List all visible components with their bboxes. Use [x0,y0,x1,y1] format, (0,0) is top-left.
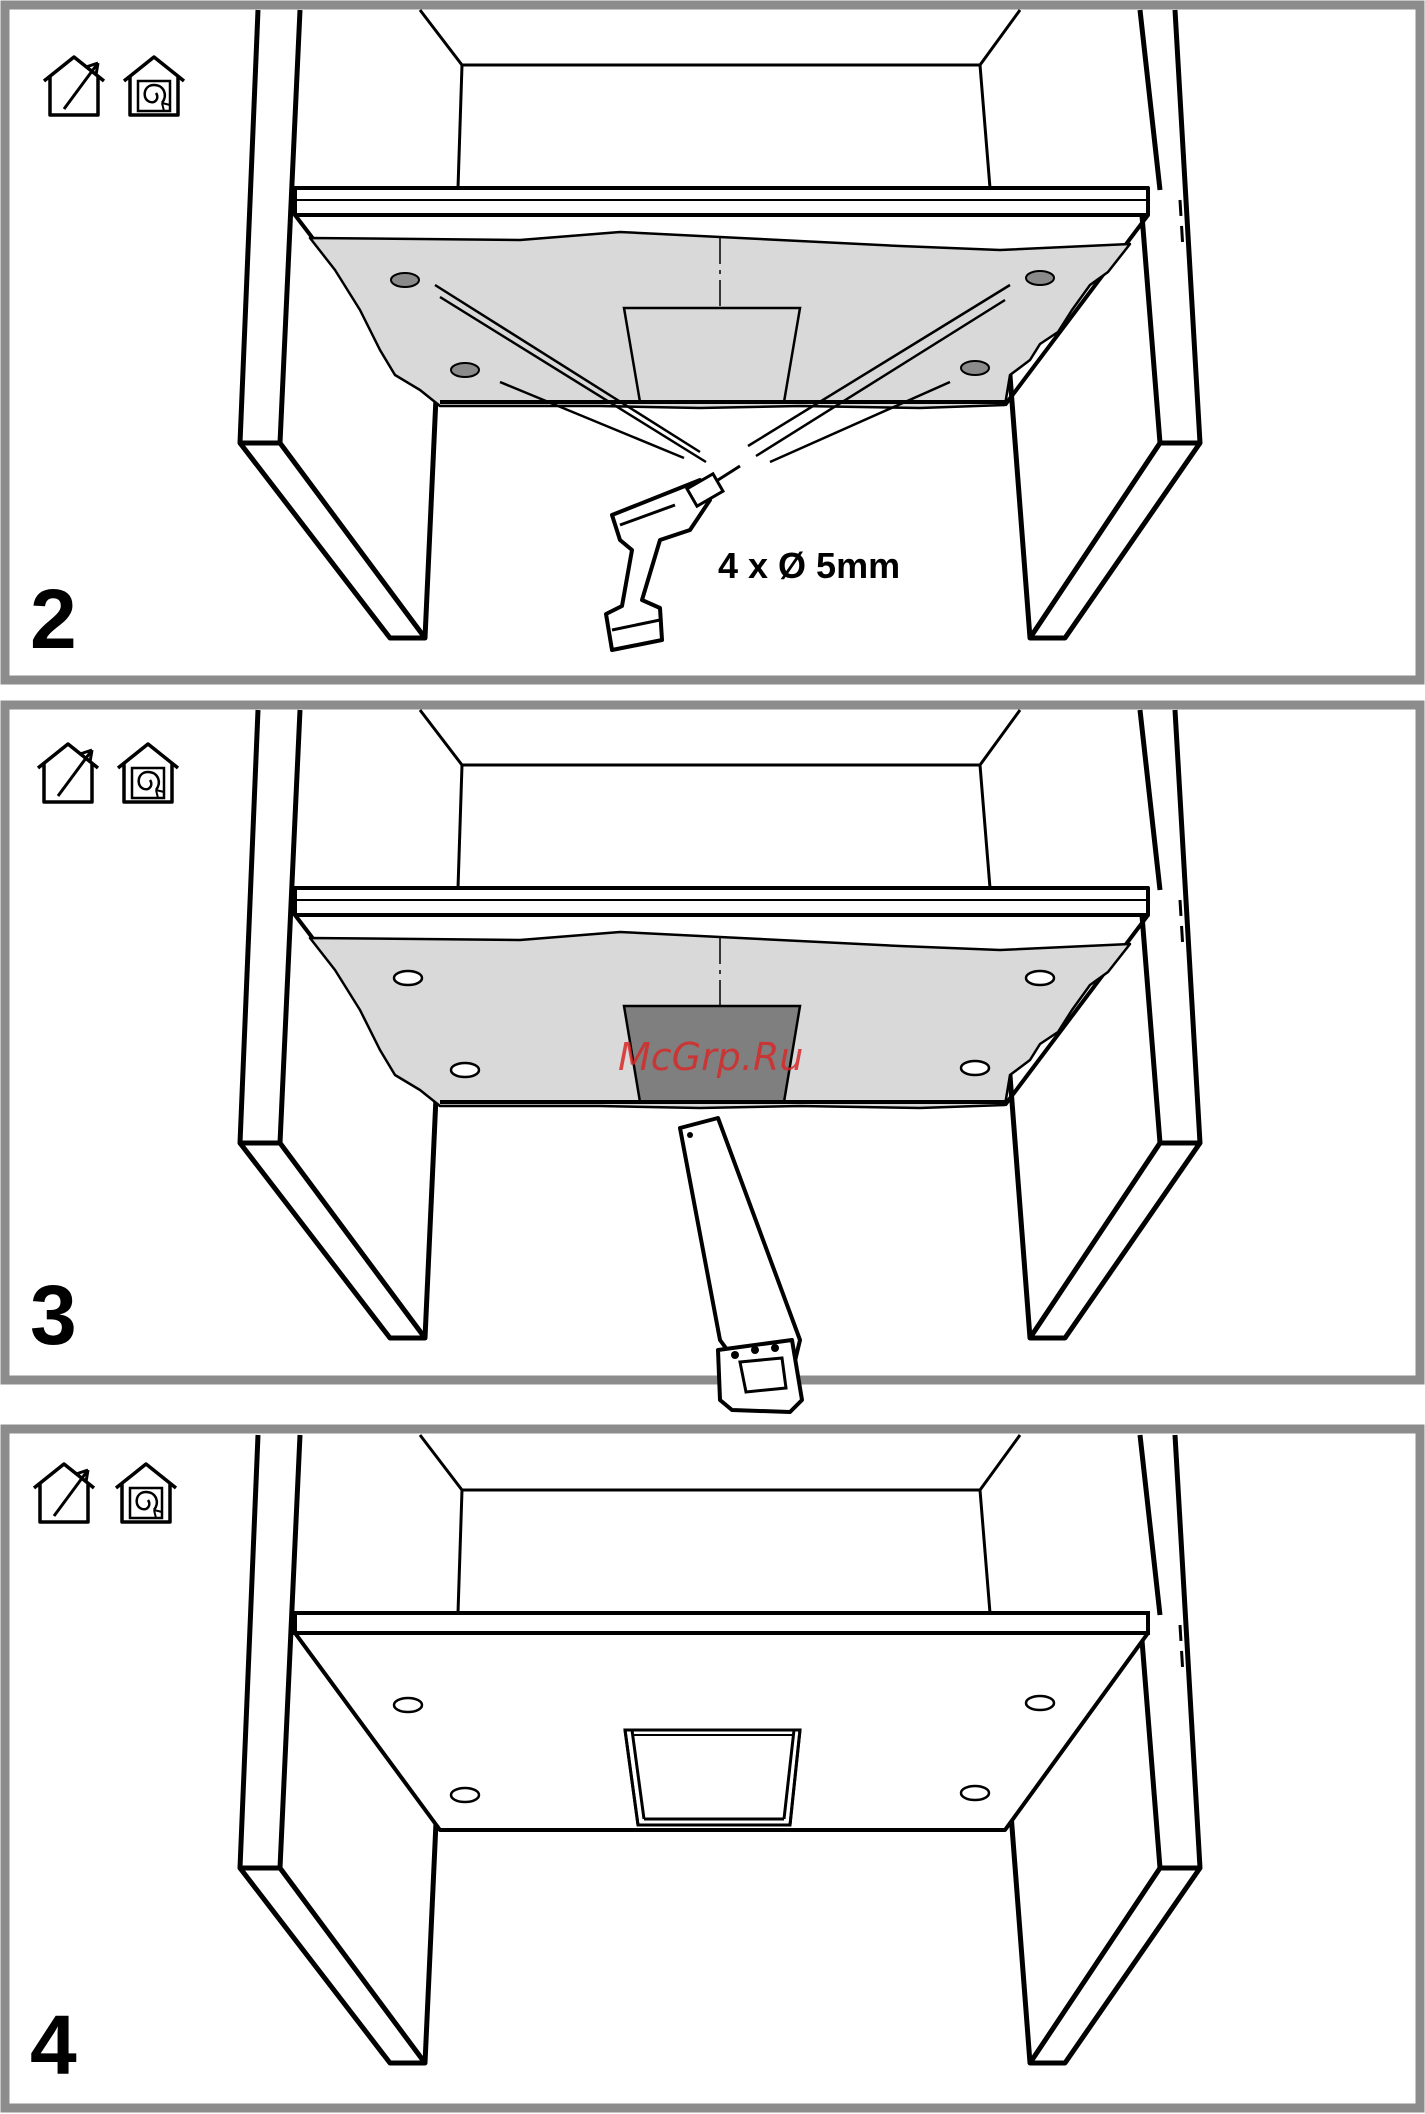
step-number: 3 [30,1268,77,1362]
step-panel-4: 4 [5,1429,1420,2108]
drill-size-label: 4 x Ø 5mm [718,545,900,586]
watermark: McGrp.Ru [618,1035,803,1079]
drilled-hole [961,1786,989,1800]
drilled-hole [1026,971,1054,985]
drilled-hole [451,1788,479,1802]
drilled-hole [961,1061,989,1075]
drill-hole [391,273,419,287]
drill-hole [1026,271,1054,285]
step-panel-3: McGrp.Ru 3 [5,705,1420,1412]
drilled-hole [394,1698,422,1712]
step-number: 2 [30,572,77,666]
drill-hole [451,363,479,377]
drilled-hole [451,1063,479,1077]
cutout-outline [624,308,800,402]
cut-opening [625,1730,800,1825]
drilled-hole [394,971,422,985]
step-panel-2: 4 x Ø 5mm 2 [5,5,1420,680]
drilled-hole [1026,1696,1054,1710]
drill-hole [961,361,989,375]
step-number: 4 [30,1998,77,2092]
